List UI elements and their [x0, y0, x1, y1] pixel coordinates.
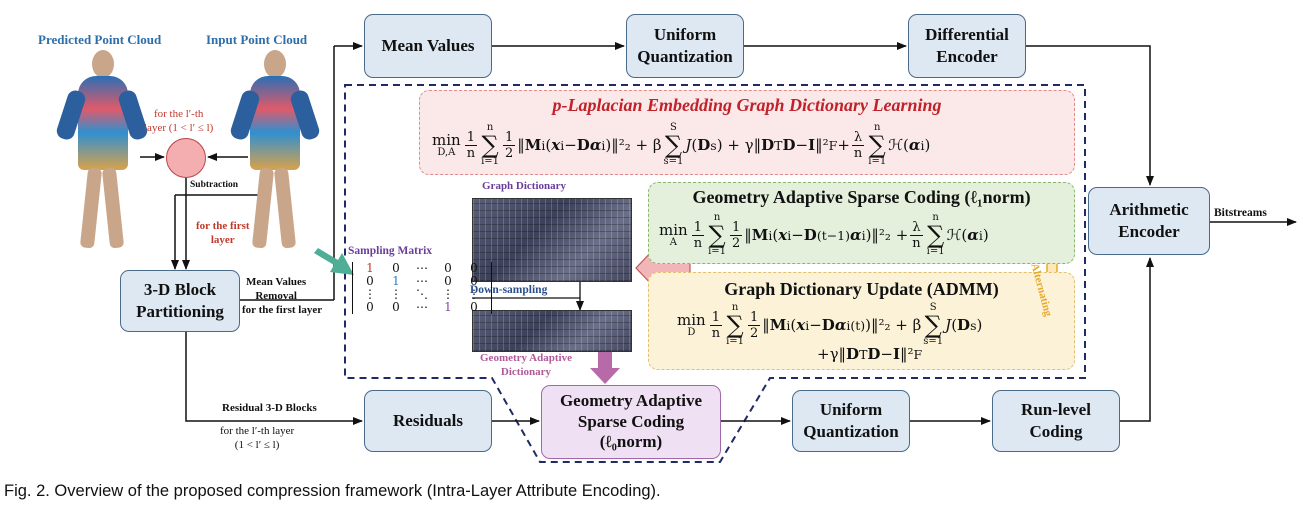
graph-dictionary-label: Graph Dictionary	[482, 180, 567, 192]
dictionary-to-gasc-arrow	[590, 352, 620, 384]
mean-values-box: Mean Values	[364, 14, 492, 78]
input-point-cloud-label: Input Point Cloud	[206, 32, 308, 47]
gasc-l1-panel: Geometry Adaptive Sparse Coding (ℓ₁norm)…	[648, 182, 1075, 264]
graph-dictionary-image	[472, 198, 632, 282]
arrow-rl-to-ae	[1120, 257, 1154, 422]
down-sampling-label: Down-sampling	[470, 284, 548, 296]
subtraction-node	[166, 138, 206, 178]
plaplacian-panel: p-Laplacian Embedding Graph Dictionary L…	[419, 90, 1075, 175]
sampling-matrix-arrow	[314, 248, 354, 275]
plaplacian-title: p-Laplacian Embedding Graph Dictionary L…	[552, 95, 942, 115]
dict-update-title: Graph Dictionary Update (ADMM)	[724, 279, 999, 299]
gasc-l1-title: Geometry Adaptive Sparse Coding (ℓ₁norm)	[692, 187, 1031, 207]
arrow-de-to-ae	[1025, 45, 1154, 186]
dictionary-learning-frame	[344, 84, 1086, 463]
predicted-point-cloud-label: Predicted Point Cloud	[38, 32, 162, 47]
residuals-box: Residuals	[364, 390, 492, 452]
arrow-bp-to-residuals	[185, 330, 363, 425]
figure-caption: Fig. 2. Overview of the proposed compres…	[4, 482, 661, 500]
for-first-layer-right-label: for the first layer	[242, 304, 323, 316]
bitstreams-label: Bitstreams	[1214, 207, 1267, 219]
predicted-point-cloud-figure	[54, 50, 150, 250]
sampling-matrix-label: Sampling Matrix	[348, 245, 433, 257]
input-point-cloud-figure	[228, 50, 322, 250]
matrix-row: ⋮⋮⋱⋮⋮	[364, 287, 480, 301]
residual-blocks-label: Residual 3-D Blocks	[222, 402, 317, 414]
subtraction-label: Subtraction	[190, 180, 239, 190]
geometry-adaptive-dictionary-image	[472, 310, 632, 352]
for-lth-layer-bottom-label: for the l′-th layer(1 < l′ ≤ l)	[220, 425, 295, 451]
